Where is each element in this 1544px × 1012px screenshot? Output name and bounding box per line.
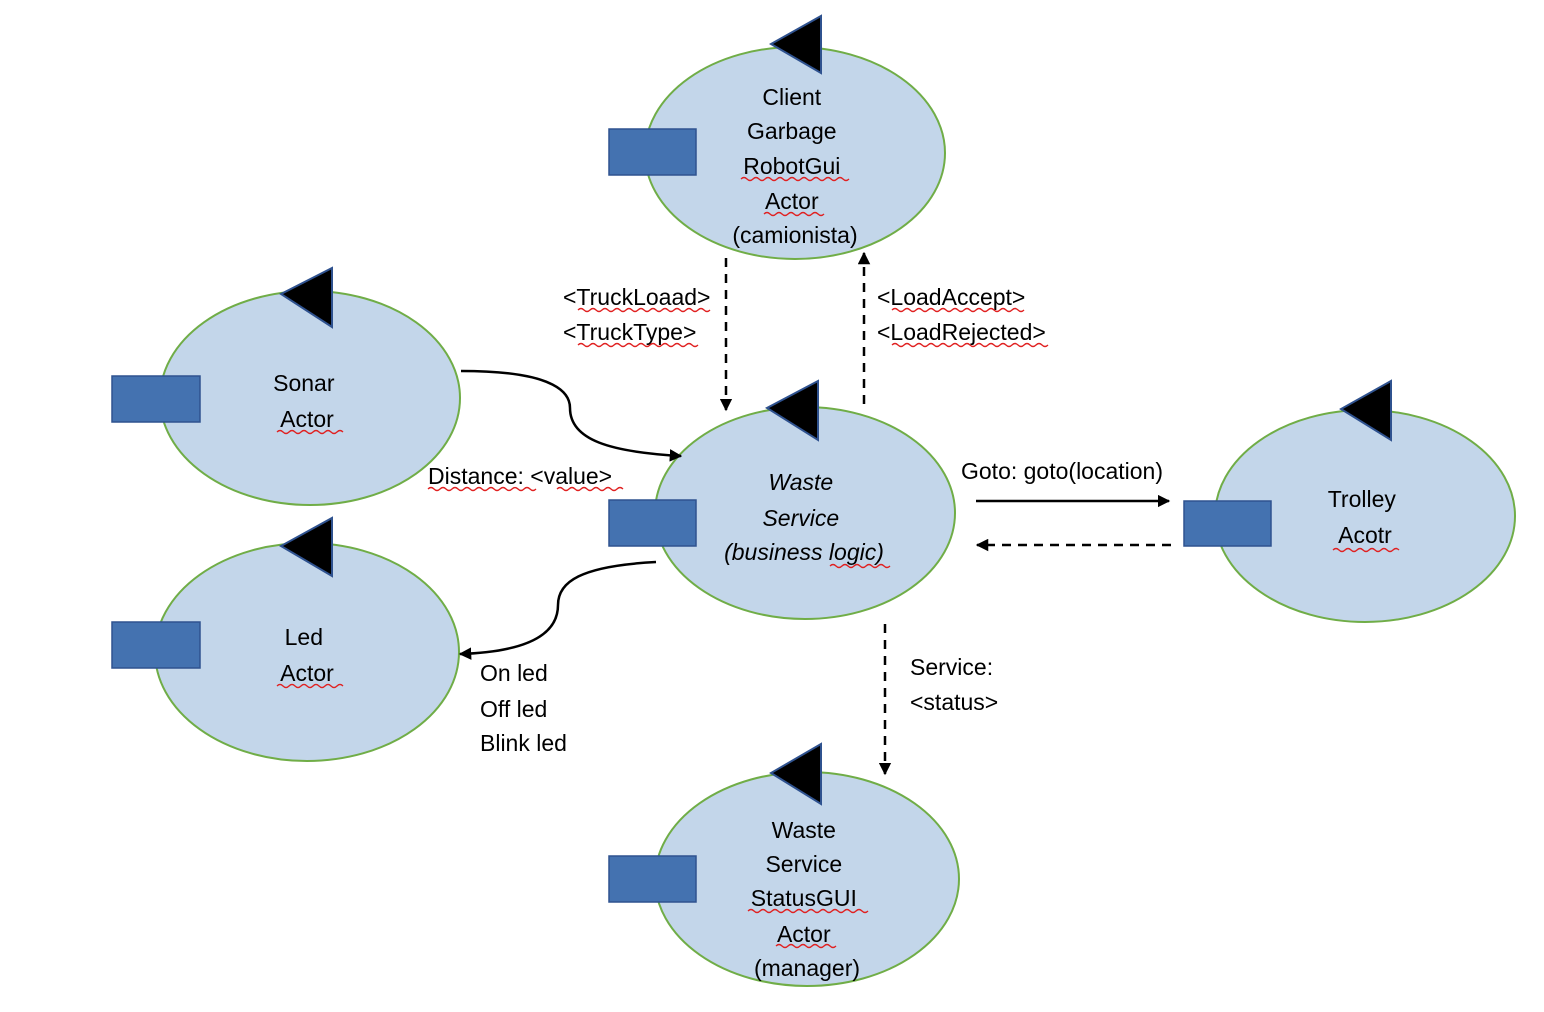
client-garbage-robotgui-actor[interactable]: Client Garbage RobotGui Actor (camionist… [608,14,946,260]
led-label: Led Actor [280,624,334,686]
client-label: Client Garbage RobotGui Actor (camionist… [732,84,857,248]
led-commands-label: On led Off led Blink led [480,660,567,756]
trolley-actor[interactable]: Trolley Acotr [1183,379,1516,623]
distance-arrow [460,369,683,462]
goto-label: Goto: goto(location) [961,458,1163,484]
client-flag-icon [768,14,822,75]
status-gui-flag-icon [769,742,822,806]
waste-service-label: Waste Service (business logic) [724,469,884,565]
trolley-label: Trolley Acotr [1328,486,1403,548]
trolley-flag-icon [1339,379,1392,442]
client-port [608,128,697,176]
status-gui-port [608,855,697,903]
sonar-actor[interactable]: Sonar Actor [111,266,461,506]
status-gui-label: Waste Service StatusGUI Actor (manager) [751,817,864,981]
load-reply-label: <LoadAccept> <LoadRejected> [877,284,1046,345]
trolley-port [1183,500,1272,547]
waste-service-flag-icon [765,379,819,442]
service-status-label: Service: <status> [910,654,999,715]
truck-request-label: <TruckLoaad> <TruckType> [563,284,717,345]
led-actor[interactable]: Led Actor [111,516,460,762]
led-port [111,621,201,669]
sonar-label: Sonar Actor [273,370,341,432]
sonar-flag-icon [279,266,333,329]
sonar-port [111,375,201,423]
distance-label: Distance: <value> [428,463,612,489]
waste-service-port [608,499,697,547]
waste-service-actor[interactable]: Waste Service (business logic) [608,379,956,620]
led-command-arrow [458,560,657,660]
status-gui-actor[interactable]: Waste Service StatusGUI Actor (manager) [608,742,960,987]
led-flag-icon [278,516,333,578]
